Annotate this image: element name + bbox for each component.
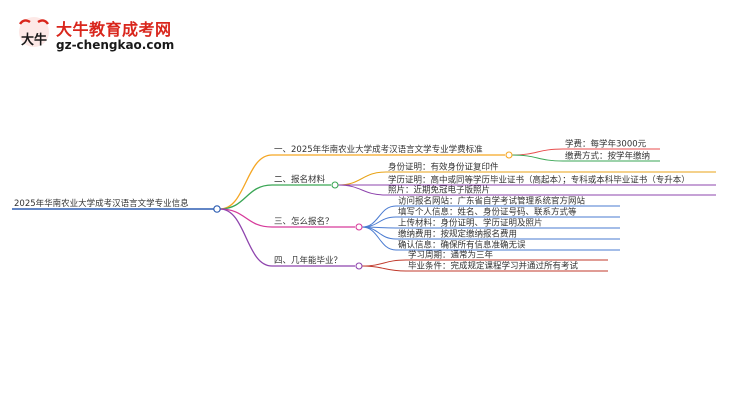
leaf-edge xyxy=(361,226,397,251)
leaf-label: 确认信息：确保所有信息准确无误 xyxy=(398,240,526,251)
branch-connector-1 xyxy=(505,151,513,159)
leaf-label: 上传材料：身份证明、学历证明及照片 xyxy=(398,218,543,229)
brand-url: gz-chengkao.com xyxy=(56,38,175,52)
leaf-label: 学费：每学年3000元 xyxy=(565,139,647,150)
branch-connector-3 xyxy=(355,223,363,231)
leaf-edge xyxy=(361,226,397,240)
leaf-label: 学历证明：高中或同等学历毕业证书（高起本）；专科或本科毕业证书（专升本） xyxy=(388,175,690,186)
branch-label-1: 一、2025年华南农业大学成考汉语言文学专业学费标准 xyxy=(274,144,483,155)
leaf-edge xyxy=(361,259,407,267)
mind-map-edges xyxy=(12,148,716,272)
leaf-label: 缴纳费用：按规定缴纳报名费用 xyxy=(398,229,517,240)
branch-label-4: 四、几年能毕业？ xyxy=(274,255,342,266)
leaf-edge xyxy=(337,184,387,196)
leaf-edge xyxy=(361,205,397,228)
logo-glyph: 大牛 xyxy=(21,32,47,48)
branch-edge-4 xyxy=(219,208,273,267)
leaf-label: 访问报名网站：广东省自学考试管理系统官方网站 xyxy=(398,196,586,207)
mind-map-nodes: 2025年华南农业大学成考汉语言文学专业信息 一、2025年华南农业大学成考汉语言… xyxy=(14,139,690,272)
leaf-label: 填写个人信息：姓名、身份证号码、联系方式等 xyxy=(398,207,577,218)
branch-connector-4 xyxy=(355,262,363,270)
branch-connector-2 xyxy=(331,181,339,189)
leaf-edge xyxy=(511,154,564,162)
brand-name: 大牛教育成考网 xyxy=(56,20,172,39)
leaf-label: 毕业条件：完成规定课程学习并通过所有考试 xyxy=(408,261,579,272)
leaf-edge xyxy=(337,171,387,186)
brand-logo: 大牛 大牛教育成考网 gz-chengkao.com xyxy=(14,14,214,60)
branch-edge-1 xyxy=(219,154,273,210)
branch-label-3: 三、怎么报名？ xyxy=(274,216,334,227)
root-topic: 2025年华南农业大学成考汉语言文学专业信息 xyxy=(14,198,189,209)
bull-logo-icon: 大牛 xyxy=(19,17,49,48)
leaf-edge xyxy=(511,148,564,156)
branch-edge-3 xyxy=(219,208,273,228)
branch-edge-2 xyxy=(219,184,273,210)
leaf-edge xyxy=(361,216,397,228)
leaf-label: 缴费方式：按学年缴纳 xyxy=(565,151,650,162)
leaf-label: 身份证明：有效身份证复印件 xyxy=(388,162,499,173)
branch-label-2: 二、报名材料 xyxy=(274,174,326,185)
leaf-edge xyxy=(361,265,407,272)
root-connector xyxy=(213,205,221,213)
leaf-label: 照片：近期免冠电子版照片 xyxy=(388,185,490,196)
leaf-label: 学习周期：通常为三年 xyxy=(408,250,494,261)
